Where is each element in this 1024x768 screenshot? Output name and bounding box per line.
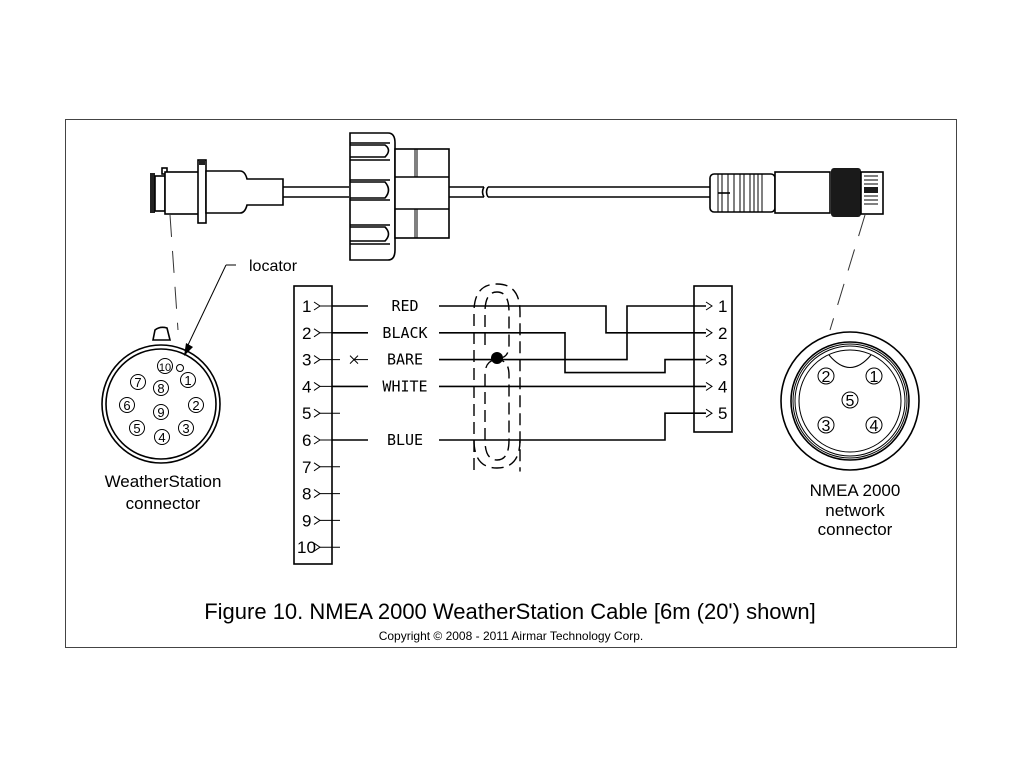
- nmea2000-pin-group: 1 2 3 45: [817, 367, 883, 435]
- pin-number: 2: [822, 369, 831, 386]
- cable-gland-icon: [349, 132, 450, 261]
- right-terminal-4: 4: [705, 377, 727, 396]
- wire-color-label: BARE: [387, 351, 423, 369]
- terminal-number: 6: [302, 431, 311, 450]
- wire-red: RED: [332, 297, 706, 334]
- weatherstation-pin-group: 123 4 567 8 9 10: [119, 358, 204, 445]
- weatherstation-pin-10: 10: [157, 358, 173, 374]
- right-terminal-1: 1: [705, 297, 727, 316]
- terminal-number: 1: [718, 297, 727, 316]
- nmea-label-line3: connector: [818, 520, 893, 539]
- weatherstation-pin-4: 4: [154, 429, 170, 445]
- terminal-number: 5: [718, 404, 727, 423]
- weatherstation-pin-5: 5: [129, 420, 145, 436]
- pin-number: 6: [123, 398, 130, 413]
- left-terminal-block: [293, 285, 333, 565]
- pin-number: 5: [133, 421, 140, 436]
- leader-line-left: [169, 214, 179, 331]
- weatherstation-pin-9: 9: [153, 404, 169, 420]
- weatherstation-connector-face: [101, 326, 221, 464]
- left-terminal-labels: 1 2 3 4 5 6 7 8 9 10: [297, 297, 340, 557]
- right-terminal-3: 3: [705, 351, 727, 370]
- terminal-number: 8: [302, 485, 311, 504]
- terminal-number: 10: [297, 538, 316, 557]
- nmea2000-pin-4: 4: [865, 416, 883, 435]
- pin-number: 4: [870, 418, 879, 435]
- weatherstation-pin-7: 7: [130, 374, 146, 390]
- leader-line-right: [829, 214, 866, 331]
- wire-color-label: RED: [391, 297, 418, 315]
- terminal-number: 1: [302, 297, 311, 316]
- pin-number: 10: [159, 362, 171, 374]
- terminal-number: 3: [302, 351, 311, 370]
- left-terminal-7: 7: [302, 458, 340, 477]
- cable-shield-icon: [473, 283, 521, 472]
- terminal-number: 4: [302, 377, 311, 396]
- pin-number: 7: [134, 375, 141, 390]
- wire-color-label: BLUE: [387, 431, 423, 449]
- pin-number: 3: [182, 421, 189, 436]
- wire-color-label: WHITE: [382, 377, 427, 395]
- terminal-number: 4: [718, 377, 727, 396]
- left-terminal-8: 8: [302, 485, 340, 504]
- wire-bare: BARE: [349, 305, 706, 369]
- pin-number: 4: [158, 430, 165, 445]
- pin-number: 3: [822, 418, 831, 435]
- terminal-number: 2: [718, 324, 727, 343]
- wire-blue: BLUE: [332, 412, 706, 449]
- nmea2000-connector-face: [780, 331, 920, 471]
- locator-hole-icon: [176, 364, 184, 372]
- terminal-number: 7: [302, 458, 311, 477]
- terminal-number: 2: [302, 324, 311, 343]
- nmea-label-line2: network: [825, 501, 885, 520]
- locator-callout: [184, 264, 236, 356]
- pin-number: 9: [157, 405, 164, 420]
- pin-number: 8: [157, 381, 164, 396]
- terminal-number: 9: [302, 511, 311, 530]
- wire-white: WHITE: [332, 377, 706, 395]
- nmea2000-pin-2: 2: [817, 367, 835, 386]
- pin-number: 1: [870, 369, 879, 386]
- figure-frame: [65, 119, 957, 648]
- pin-number: 5: [846, 393, 855, 410]
- pin-number: 1: [184, 373, 191, 388]
- weatherstation-pin-2: 2: [188, 397, 204, 413]
- copyright-notice: Copyright © 2008 - 2011 Airmar Technolog…: [379, 629, 644, 643]
- right-terminal-5: 5: [705, 404, 727, 423]
- nmea2000-pin-5: 5: [841, 391, 859, 410]
- wire-group: RED BLACK BARE WHITE BLUE: [332, 297, 706, 449]
- left-terminal-3: 3: [302, 351, 340, 370]
- terminal-number: 5: [302, 404, 311, 423]
- weatherstation-pin-3: 3: [178, 420, 194, 436]
- nmea2000-plug-icon: [709, 168, 884, 217]
- weatherstation-pin-6: 6: [119, 397, 135, 413]
- weatherstation-plug-icon: [150, 159, 284, 224]
- weatherstation-pin-1: 1: [180, 372, 196, 388]
- left-terminal-9: 9: [302, 511, 340, 530]
- locator-label: locator: [249, 258, 298, 275]
- weatherstation-label-line1: WeatherStation: [105, 472, 222, 491]
- left-terminal-10: 10: [297, 538, 340, 557]
- figure-caption: Figure 10. NMEA 2000 WeatherStation Cabl…: [204, 599, 816, 624]
- right-terminal-labels: 1 2 3 4 5: [705, 297, 727, 423]
- left-terminal-5: 5: [302, 404, 340, 423]
- right-terminal-2: 2: [705, 324, 727, 343]
- nmea-label-line1: NMEA 2000: [810, 481, 901, 500]
- nmea2000-pin-1: 1: [865, 367, 883, 386]
- wire-color-label: BLACK: [382, 324, 427, 342]
- weatherstation-label-line2: connector: [126, 494, 201, 513]
- pin-number: 2: [192, 398, 199, 413]
- terminal-number: 3: [718, 351, 727, 370]
- weatherstation-pin-8: 8: [153, 380, 169, 396]
- wire-black: BLACK: [332, 324, 706, 374]
- cable-illustration: [150, 132, 884, 261]
- nmea2000-pin-3: 3: [817, 416, 835, 435]
